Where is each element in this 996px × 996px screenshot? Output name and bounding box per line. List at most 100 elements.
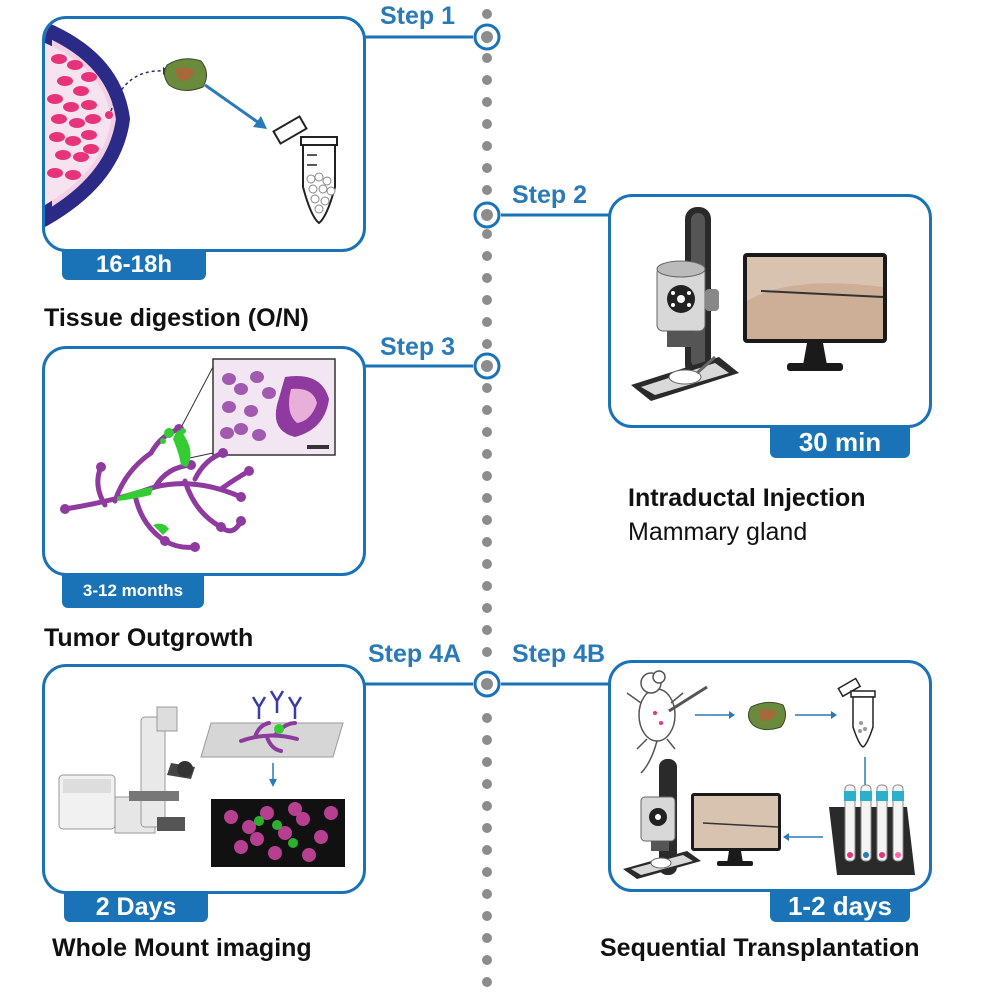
fluorescent-cell — [260, 806, 274, 820]
duration-badge-step4b: 1-2 days — [770, 890, 910, 922]
timeline-dot — [482, 559, 492, 569]
lobule — [83, 144, 99, 154]
timeline-dot — [482, 647, 492, 657]
lobule — [47, 168, 63, 178]
fluorescent-cell — [242, 820, 256, 834]
lobule — [51, 114, 67, 124]
lobule — [81, 72, 97, 82]
timeline-dot — [482, 53, 492, 63]
confocal-microscope-icon — [58, 706, 195, 834]
timeline-dot — [482, 515, 492, 525]
histology-cell-cluster — [244, 405, 258, 417]
rack-tube-cap — [844, 791, 856, 801]
digested-cell — [310, 194, 320, 204]
lobule — [47, 94, 63, 104]
timeline-node-step4-dot — [481, 678, 493, 690]
timeline-dot — [482, 405, 492, 415]
step3-label: Step 3 — [380, 333, 456, 361]
digested-cell — [314, 204, 324, 214]
histology-cell-cluster — [252, 429, 266, 441]
fluorescent-cell — [296, 812, 310, 826]
histology-inset — [212, 358, 336, 456]
caption-step1: Tissue digestion (O/N) — [44, 304, 309, 332]
rack-tube-cap — [860, 791, 872, 801]
histology-cell-cluster — [220, 427, 234, 439]
lobule — [85, 114, 101, 124]
timeline-dot — [482, 977, 492, 987]
duration-badge-step4a: 2 Days — [64, 892, 208, 922]
duct-bud — [236, 492, 246, 502]
breast-digestion-illustration — [45, 21, 338, 228]
duct-bud — [190, 542, 200, 552]
timeline-dot — [482, 185, 492, 195]
timeline-dot — [482, 625, 492, 635]
rack-tube — [876, 784, 888, 862]
slide — [200, 722, 344, 758]
lobule — [63, 102, 79, 112]
duct-bud — [160, 536, 170, 546]
fluorescent-cell — [268, 846, 282, 860]
rack-tube — [892, 784, 904, 862]
duration-badge-step3: 3-12 months — [62, 574, 204, 608]
timeline-dot — [482, 449, 492, 459]
digested-cell — [306, 174, 316, 184]
panel-step2 — [608, 194, 932, 428]
panel-step1 — [42, 16, 366, 252]
timeline-dot — [482, 493, 492, 503]
syringe — [668, 685, 708, 713]
tumor-outgrowth-illustration — [60, 358, 336, 552]
fluorescent-cell — [314, 830, 328, 844]
timeline-dot — [482, 603, 492, 613]
step4b-label: Step 4B — [512, 640, 606, 668]
rack-tube-cap — [876, 791, 888, 801]
fluorescent-cell — [250, 832, 264, 846]
timeline-dot — [482, 141, 492, 151]
timeline-dot — [482, 119, 492, 129]
timeline-dot — [482, 933, 492, 943]
fluorescent-cell — [288, 802, 302, 816]
fluorescent-tumor-cell — [272, 820, 282, 830]
timeline-dot — [482, 427, 492, 437]
dotted-arrow — [110, 70, 164, 112]
duct-bud — [244, 466, 254, 476]
caption-step3: Tumor Outgrowth — [44, 624, 254, 652]
timeline-dot — [482, 163, 492, 173]
rack-tube-sample — [895, 852, 901, 858]
lobule — [51, 54, 67, 64]
lobule — [65, 170, 81, 180]
timeline-dot — [482, 229, 492, 239]
lobule — [81, 100, 97, 110]
monitor-icon — [691, 793, 781, 866]
timeline-dot — [482, 779, 492, 789]
lobule — [69, 118, 85, 128]
arrow-to-tube — [204, 83, 260, 125]
whole-mount-imaging-illustration — [58, 690, 345, 867]
antibody-icons — [251, 690, 303, 719]
subcaption-step2: Mammary gland — [628, 518, 808, 546]
breast-lobules — [47, 54, 101, 180]
duration-badge-step1: 16-18h — [62, 250, 206, 280]
mouse-icon — [626, 670, 684, 774]
step2-label: Step 2 — [512, 181, 588, 209]
histology-cell-cluster — [234, 383, 248, 395]
caption-step4a: Whole Mount imaging — [52, 934, 312, 962]
fluorescent-tumor-cell — [288, 838, 298, 848]
histology-cell-cluster — [222, 401, 236, 413]
timeline-dot — [482, 889, 492, 899]
tumor-outgrowth — [117, 428, 191, 535]
lobule — [55, 150, 71, 160]
duct-bud — [236, 516, 246, 526]
timeline-node-step3-dot — [481, 360, 493, 372]
stereo-microscope-icon — [623, 759, 701, 879]
rack-tube-sample — [863, 852, 869, 858]
duct-bud — [216, 522, 226, 532]
lobule — [49, 132, 65, 142]
timeline-dot — [482, 339, 492, 349]
stereo-microscope-icon — [631, 207, 739, 401]
timeline-dot — [482, 911, 492, 921]
timeline-dot — [482, 581, 492, 591]
caption-step2: Intraductal Injection — [628, 484, 866, 512]
histology-cell-cluster — [234, 423, 248, 435]
